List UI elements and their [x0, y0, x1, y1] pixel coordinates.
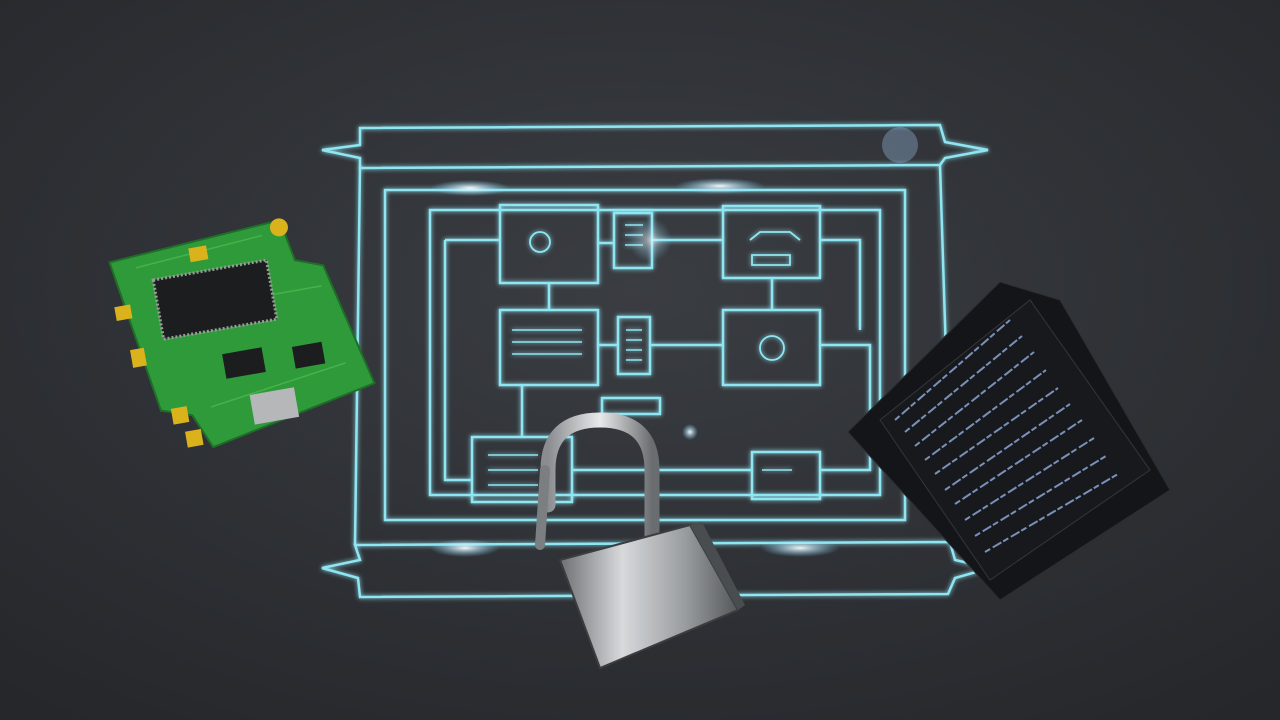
- circuit-board: [108, 218, 376, 449]
- code-cards: [847, 281, 1171, 601]
- light-flares: [430, 127, 918, 557]
- padlock: [535, 412, 745, 670]
